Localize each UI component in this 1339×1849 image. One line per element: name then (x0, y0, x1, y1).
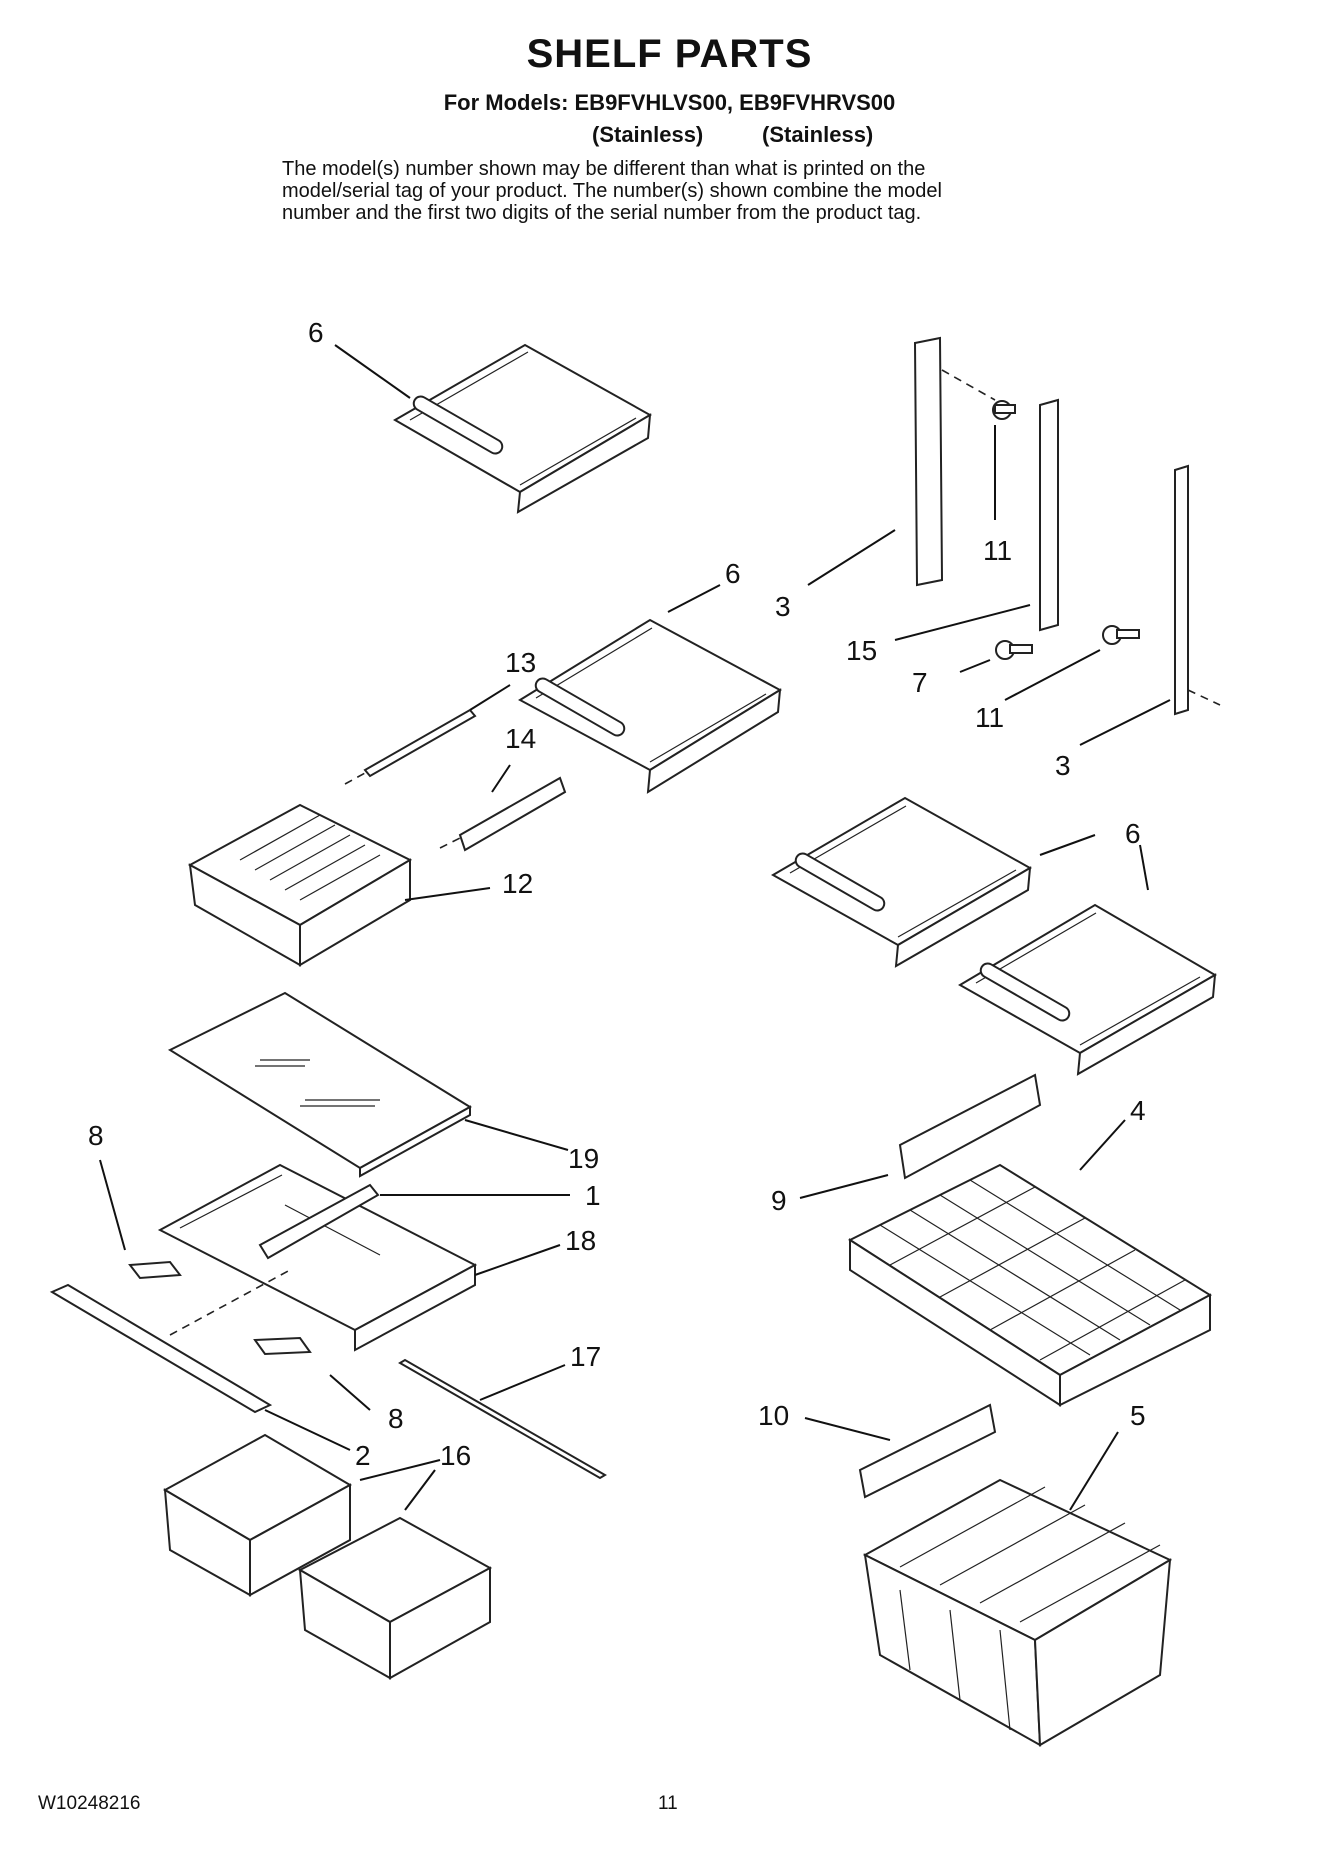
callout-3-right: 3 (1055, 750, 1071, 781)
finish-label-2: (Stainless) (762, 122, 874, 147)
callout-numbers: 6 6 3 11 15 7 11 3 13 14 12 6 19 1 18 8 … (88, 317, 1146, 1471)
drawer-16-upper (162, 1433, 353, 1597)
callout-17: 17 (570, 1341, 601, 1372)
callout-10: 10 (758, 1400, 789, 1431)
model-note: The model(s) number shown may be differe… (282, 158, 1082, 224)
callout-4: 4 (1130, 1095, 1146, 1126)
callout-6-top: 6 (308, 317, 324, 348)
models-line: For Models: EB9FVHLVS00, EB9FVHRVS00 (443, 90, 896, 115)
rail-3-right (1174, 464, 1221, 716)
shelf-6-right-lower (958, 903, 1217, 1076)
basket-5 (862, 1478, 1173, 1747)
shelf-6-top (392, 343, 653, 514)
screw-7 (995, 640, 1033, 660)
slide-13 (344, 708, 477, 785)
rail-15 (1039, 398, 1059, 632)
drawer-16-lower (297, 1516, 493, 1680)
bracket-8-right (253, 1336, 312, 1356)
rail-3-left (913, 336, 996, 587)
note-line-2: model/serial tag of your product. The nu… (282, 180, 942, 202)
note-line-3: number and the first two digits of the s… (282, 202, 922, 224)
screw-11-bottom (1102, 625, 1140, 645)
callout-9: 9 (771, 1185, 787, 1216)
callout-1: 1 (585, 1180, 601, 1211)
screw-11-top (992, 400, 1016, 420)
callout-3-left: 3 (775, 591, 791, 622)
callout-11-bottom: 11 (975, 702, 1004, 733)
glass-shelf-19 (167, 991, 472, 1178)
callout-8-left: 8 (88, 1120, 104, 1151)
callout-5: 5 (1130, 1400, 1146, 1431)
leader-lines (99, 344, 1171, 1511)
callout-6-middle: 6 (725, 558, 741, 589)
slide-14 (439, 776, 567, 852)
callout-16: 16 (440, 1440, 471, 1471)
drawer-12 (187, 803, 413, 967)
cover-1 (258, 1183, 380, 1260)
callout-2: 2 (355, 1440, 371, 1471)
page-number: 11 (658, 1793, 678, 1814)
callout-8-right: 8 (388, 1403, 404, 1434)
callout-19: 19 (568, 1143, 599, 1174)
bar-2 (49, 1269, 291, 1414)
finish-label-1: (Stainless) (592, 122, 704, 147)
callout-12: 12 (502, 868, 533, 899)
frame-18 (157, 1163, 478, 1352)
page-title: SHELF PARTS (526, 32, 813, 76)
callout-6-right: 6 (1125, 818, 1141, 849)
bracket-8-left (128, 1260, 182, 1280)
rod-17 (398, 1358, 607, 1480)
divider-9 (898, 1073, 1042, 1180)
basket-4 (847, 1163, 1213, 1407)
divider-10 (858, 1403, 997, 1499)
callout-18: 18 (565, 1225, 596, 1256)
callout-15: 15 (846, 635, 877, 666)
note-line-1: The model(s) number shown may be differe… (282, 158, 926, 180)
callout-13: 13 (505, 647, 536, 678)
document-number: W10248216 (38, 1793, 141, 1814)
callout-7: 7 (912, 667, 928, 698)
callout-14: 14 (505, 723, 536, 754)
shelf-6-right-upper (770, 796, 1033, 968)
callout-11-top: 11 (983, 535, 1012, 566)
shelf-6-middle (517, 618, 783, 794)
